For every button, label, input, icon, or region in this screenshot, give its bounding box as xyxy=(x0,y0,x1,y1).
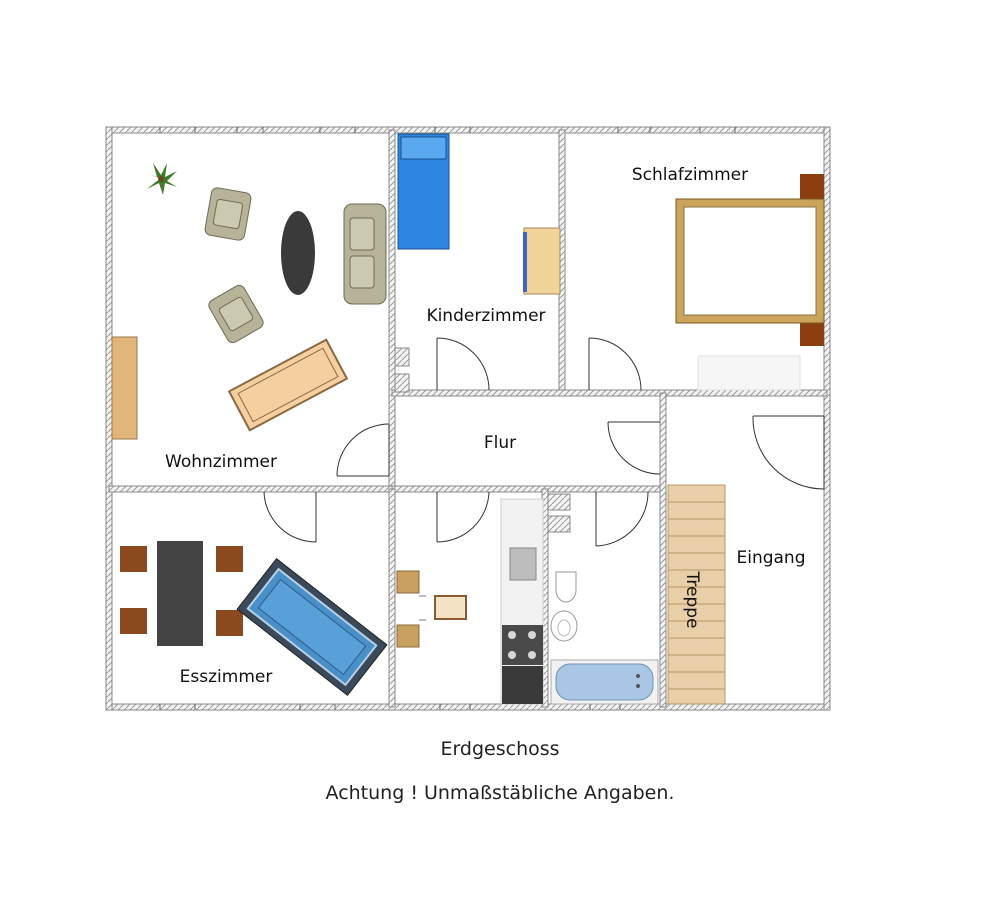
outer-wall-top xyxy=(105,126,831,134)
floor-plan: Wohnzimmer Kinderzimmer Schlafzimmer Flu… xyxy=(105,126,831,711)
kinderzimmer-furniture xyxy=(397,133,561,295)
chimney-2 xyxy=(394,373,410,393)
rug-beige xyxy=(227,338,349,432)
door-kinderzimmer xyxy=(436,337,490,391)
chair-3 xyxy=(216,546,243,572)
door-eingang xyxy=(752,415,825,490)
wohnzimmer-furniture xyxy=(111,163,387,440)
label-kinderzimmer: Kinderzimmer xyxy=(426,306,545,326)
stairs xyxy=(667,484,726,705)
coffee-table xyxy=(281,211,315,295)
chair-1 xyxy=(120,546,147,572)
outer-wall-bottom xyxy=(105,703,831,711)
schlafzimmer-furniture xyxy=(675,174,825,391)
chimney-4 xyxy=(547,515,571,533)
doors xyxy=(263,337,825,547)
kitchen-table xyxy=(434,595,467,620)
chair-2 xyxy=(120,608,147,634)
outer-wall-left xyxy=(105,126,113,711)
sofa xyxy=(343,203,387,305)
wall-above-flur xyxy=(391,389,828,397)
bathtub xyxy=(550,659,659,705)
esszimmer-furniture xyxy=(120,541,388,697)
label-esszimmer: Esszimmer xyxy=(180,667,273,687)
sideboard xyxy=(111,336,138,440)
dining-table xyxy=(157,541,203,646)
rug-blue xyxy=(236,557,388,697)
label-wohnzimmer: Wohnzimmer xyxy=(165,452,277,472)
door-bad xyxy=(595,491,649,547)
door-esszimmer xyxy=(263,491,317,543)
wall-wohn-ess xyxy=(108,485,395,493)
label-treppe: Treppe xyxy=(682,570,702,628)
label-eingang: Eingang xyxy=(736,548,805,568)
chimney-3 xyxy=(547,493,571,511)
outer-wall-right xyxy=(823,126,831,711)
sink xyxy=(509,547,537,581)
wardrobe xyxy=(697,355,801,391)
toilet xyxy=(555,571,577,603)
chair-4 xyxy=(216,610,243,636)
wall-flur-eingang xyxy=(659,392,667,708)
plant-icon xyxy=(147,163,177,195)
walls xyxy=(105,126,831,711)
wall-ess-kueche xyxy=(388,488,396,708)
door-wohnzimmer xyxy=(336,423,390,477)
kueche-furniture xyxy=(396,498,544,705)
wall-wohn-kinder xyxy=(388,129,396,491)
armchair-top xyxy=(204,187,252,241)
floor-caption: Erdgeschoss xyxy=(440,738,560,760)
kitchen-chair-1 xyxy=(396,570,420,594)
label-schlafzimmer: Schlafzimmer xyxy=(632,165,748,185)
door-kueche xyxy=(436,491,490,543)
nightstand-top xyxy=(800,174,824,200)
armchair-bottom xyxy=(208,284,264,344)
wall-below-flur xyxy=(391,485,665,493)
fridge xyxy=(502,666,543,704)
label-flur: Flur xyxy=(484,433,516,453)
scale-note: Achtung ! Unmaßstäbliche Angaben. xyxy=(325,782,675,804)
washbasin xyxy=(550,610,578,642)
stove xyxy=(502,625,543,665)
door-flur-eingang xyxy=(607,421,661,475)
kitchen-chair-2 xyxy=(396,624,420,648)
bad-furniture xyxy=(550,571,659,705)
chimney-1 xyxy=(394,347,410,367)
door-schlafzimmer xyxy=(588,337,642,391)
kids-desk xyxy=(523,227,561,295)
nightstand-bottom xyxy=(800,320,824,346)
